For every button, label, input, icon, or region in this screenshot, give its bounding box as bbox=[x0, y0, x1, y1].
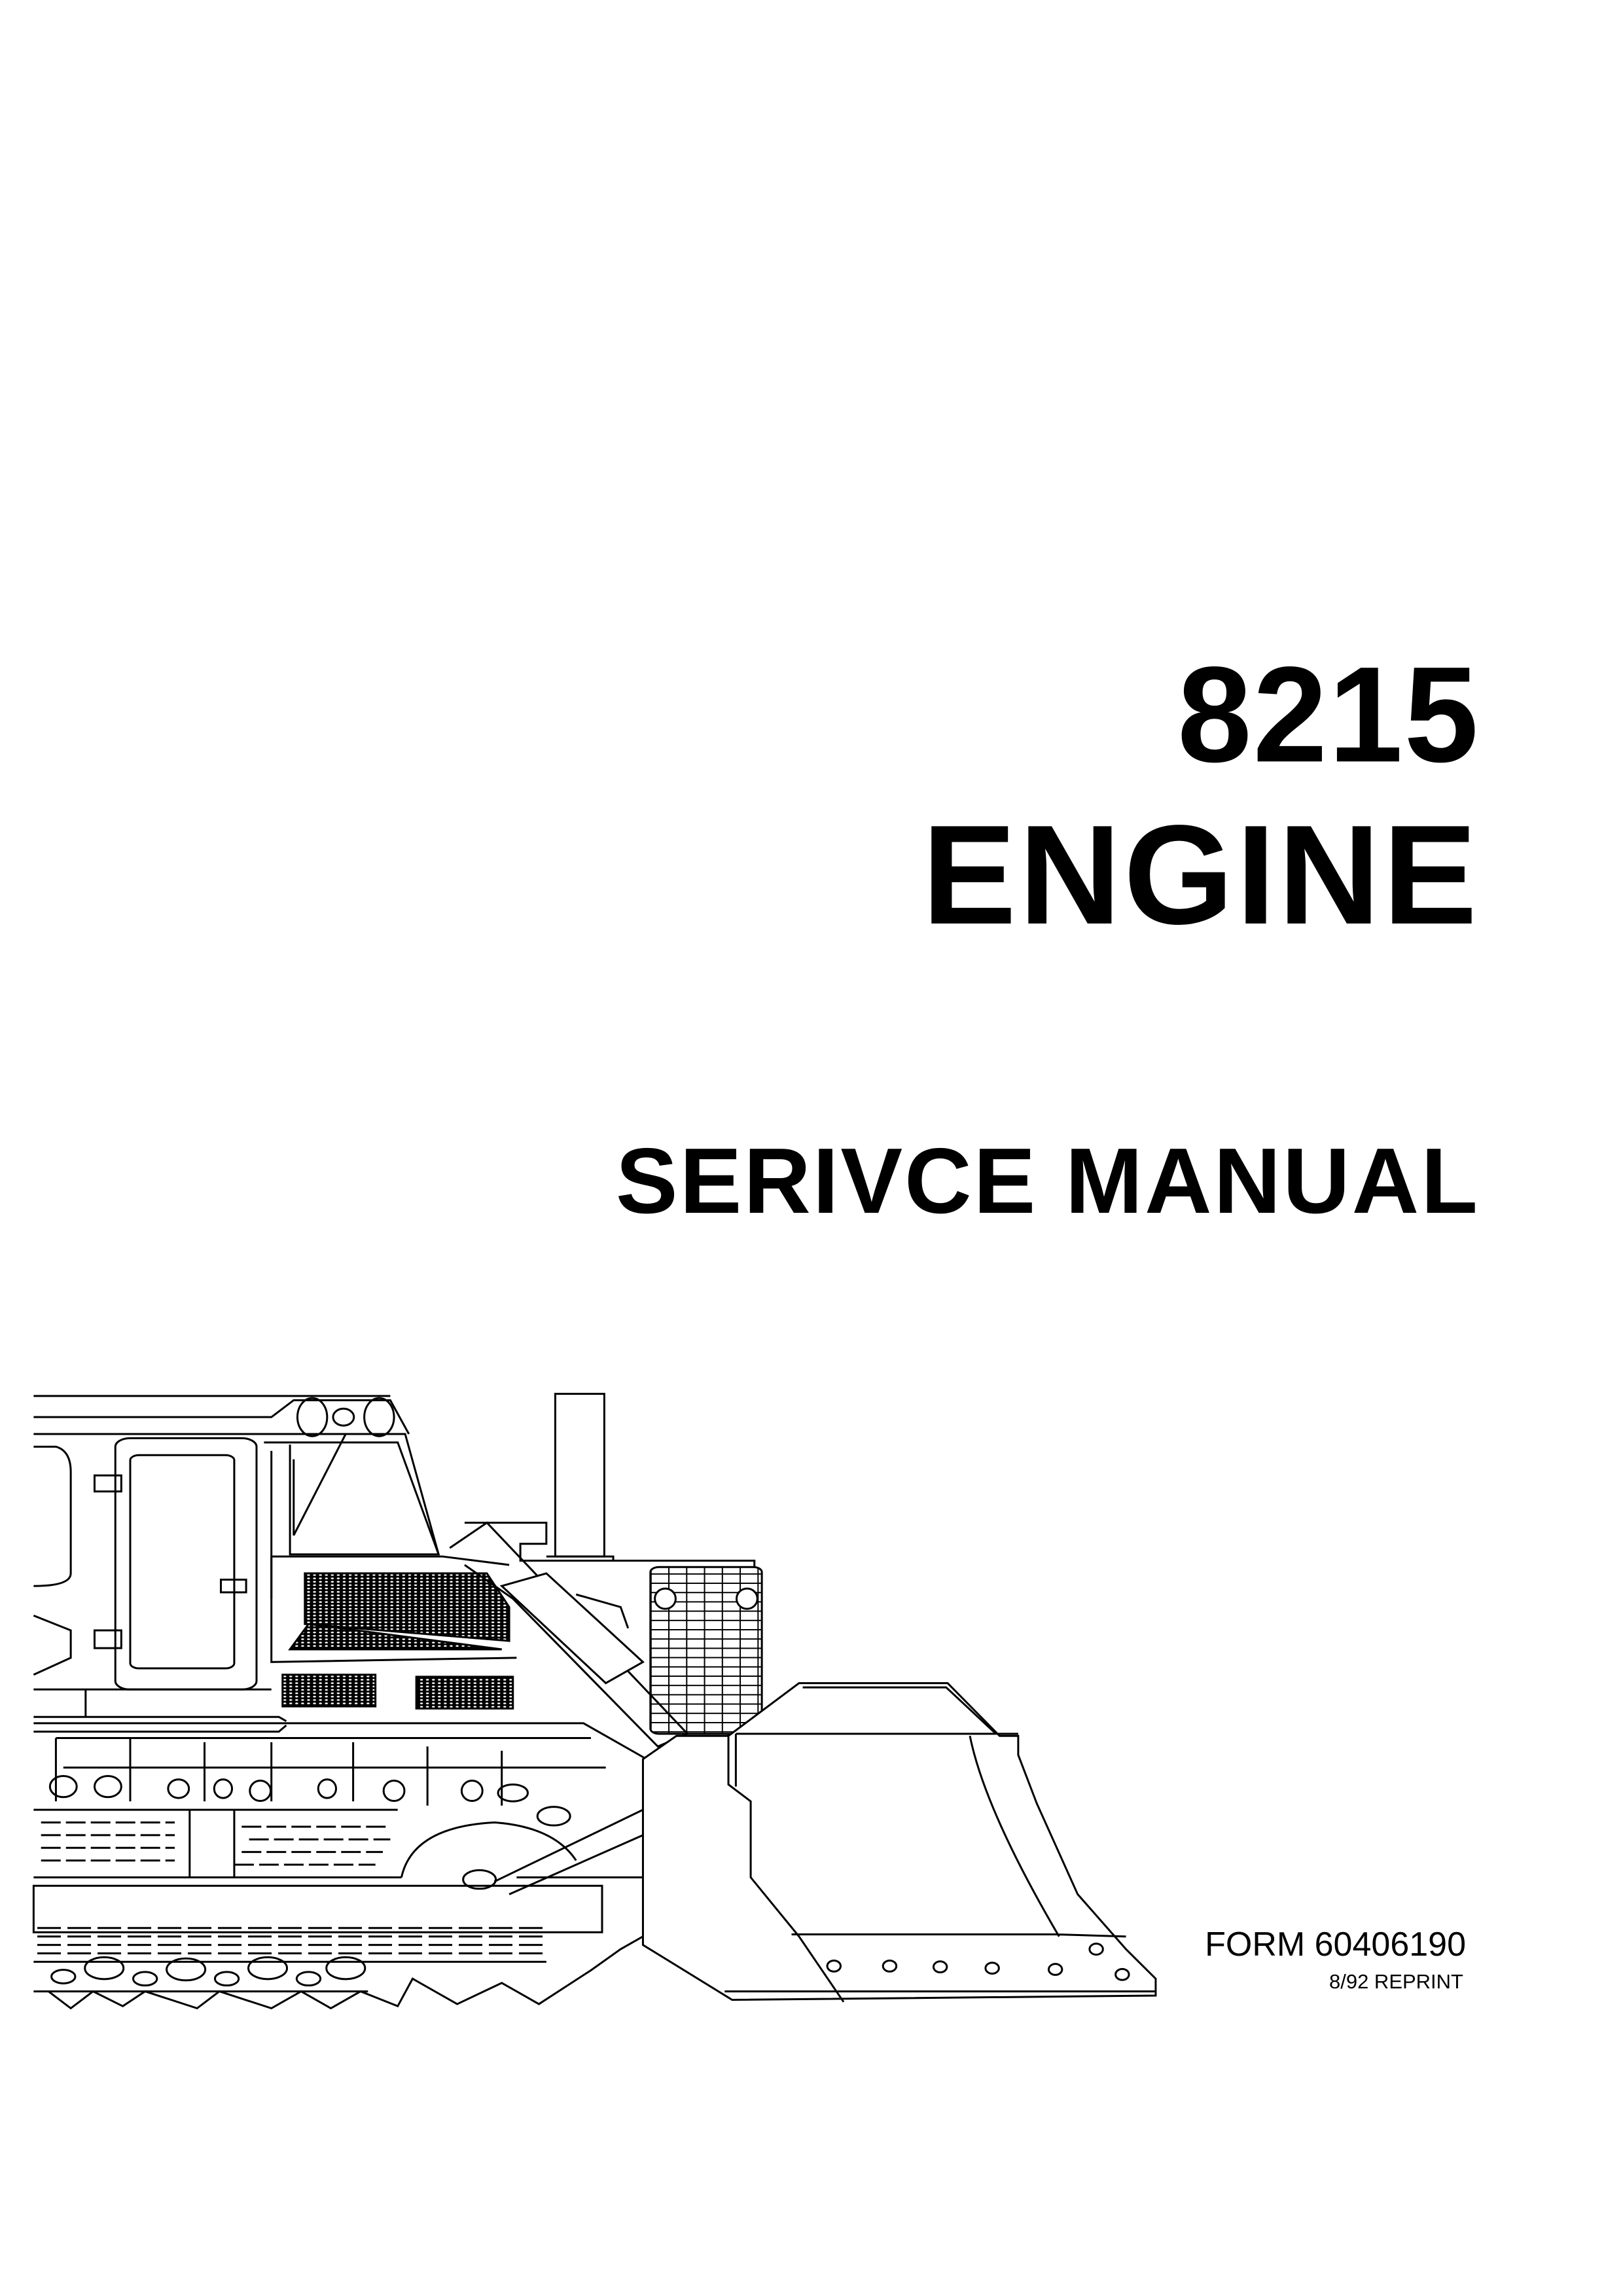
form-number: FORM 60406190 bbox=[1205, 1926, 1466, 1964]
model-number: 8215 bbox=[1177, 638, 1480, 791]
crawler-dozer-illustration bbox=[26, 1388, 1178, 2042]
manual-subject: ENGINE bbox=[921, 795, 1480, 954]
edition-date: 8/92 REPRINT bbox=[1329, 1970, 1463, 1993]
document-type: SERIVCE MANUAL bbox=[615, 1129, 1480, 1233]
